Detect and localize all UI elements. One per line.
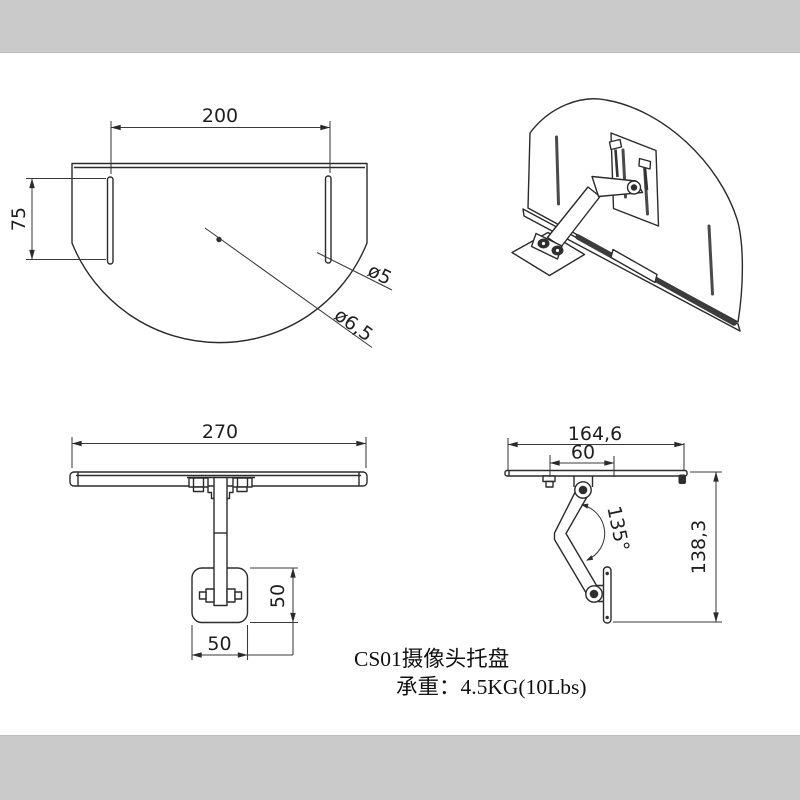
iso-right-slot	[707, 224, 714, 296]
front-left-washer	[192, 486, 205, 493]
dim-arm-angle: 135°	[602, 504, 633, 553]
product-title: CS01摄像头托盘	[354, 647, 509, 671]
side-view: 135° 164,6 60 138,3	[504, 423, 722, 624]
side-bolt	[542, 475, 556, 483]
front-post	[213, 476, 228, 607]
right-slot	[324, 175, 332, 264]
load-rating: 承重：4.5KG(10Lbs)	[396, 675, 587, 699]
wall-bar-hole	[605, 615, 609, 620]
side-upper-pivot-bolt	[578, 485, 588, 495]
dim-plate-depth: 164,6	[568, 423, 622, 445]
dim-plate-width: 270	[202, 421, 238, 443]
center-hole	[216, 236, 222, 243]
angle-arrow	[586, 555, 594, 561]
letterbox-band-bottom	[0, 735, 800, 800]
letterbox-band-top	[0, 0, 800, 53]
side-bolt-nut	[545, 480, 554, 488]
iso-rail-segment	[610, 248, 658, 284]
side-arm	[553, 486, 601, 598]
top-view: 200 75 ø5 ø6,5	[8, 105, 395, 348]
base-bolt-right-nut	[234, 591, 243, 600]
iso-clevis-bolt-glint	[555, 248, 560, 253]
dim-slot-spacing: 200	[202, 105, 238, 127]
caption: CS01摄像头托盘 承重：4.5KG(10Lbs)	[354, 647, 587, 699]
base-bolt-left	[205, 588, 215, 603]
dim-base-height: 50	[267, 584, 289, 608]
base-bolt-right	[226, 588, 236, 603]
front-step-bracket	[207, 487, 214, 500]
iso-flange-hatch	[575, 234, 619, 261]
iso-bolt-head	[608, 138, 623, 151]
label-center-hole: ø6,5	[330, 304, 377, 346]
angle-arrow	[581, 503, 589, 509]
iso-upper-pivot-bolt	[630, 184, 638, 191]
label-slot-width: ø5	[364, 259, 395, 289]
leader-line	[204, 227, 373, 348]
tray-plate-outline	[71, 162, 368, 344]
side-lower-pivot-bolt	[589, 589, 599, 599]
iso-clevis-bolt-glint	[541, 241, 546, 246]
front-right-washer	[236, 486, 248, 493]
leader-line	[316, 252, 393, 291]
base-bolt-left-nut	[198, 591, 207, 600]
front-view: 270 50 50	[69, 421, 368, 660]
iso-bolt-head	[638, 157, 652, 170]
side-wall-bar	[602, 566, 612, 624]
dim-overall-height: 138,3	[688, 520, 710, 574]
dim-slot-length: 75	[8, 207, 30, 231]
isometric-view	[511, 98, 744, 332]
iso-flange-hatch	[652, 276, 737, 326]
iso-bolt-shaft	[643, 168, 649, 191]
iso-bolt-shaft	[614, 149, 619, 178]
wall-bar-hole	[605, 571, 609, 576]
front-left-nut	[188, 477, 209, 488]
side-end-screw	[678, 474, 686, 484]
dim-mount-offset: 60	[571, 442, 595, 464]
dim-base-width: 50	[207, 633, 231, 655]
angle-arc	[581, 504, 606, 561]
iso-left-slot	[555, 135, 560, 206]
left-slot	[106, 176, 114, 265]
front-right-nut	[232, 477, 253, 488]
front-step-bracket	[227, 487, 234, 500]
side-plate	[504, 469, 688, 477]
